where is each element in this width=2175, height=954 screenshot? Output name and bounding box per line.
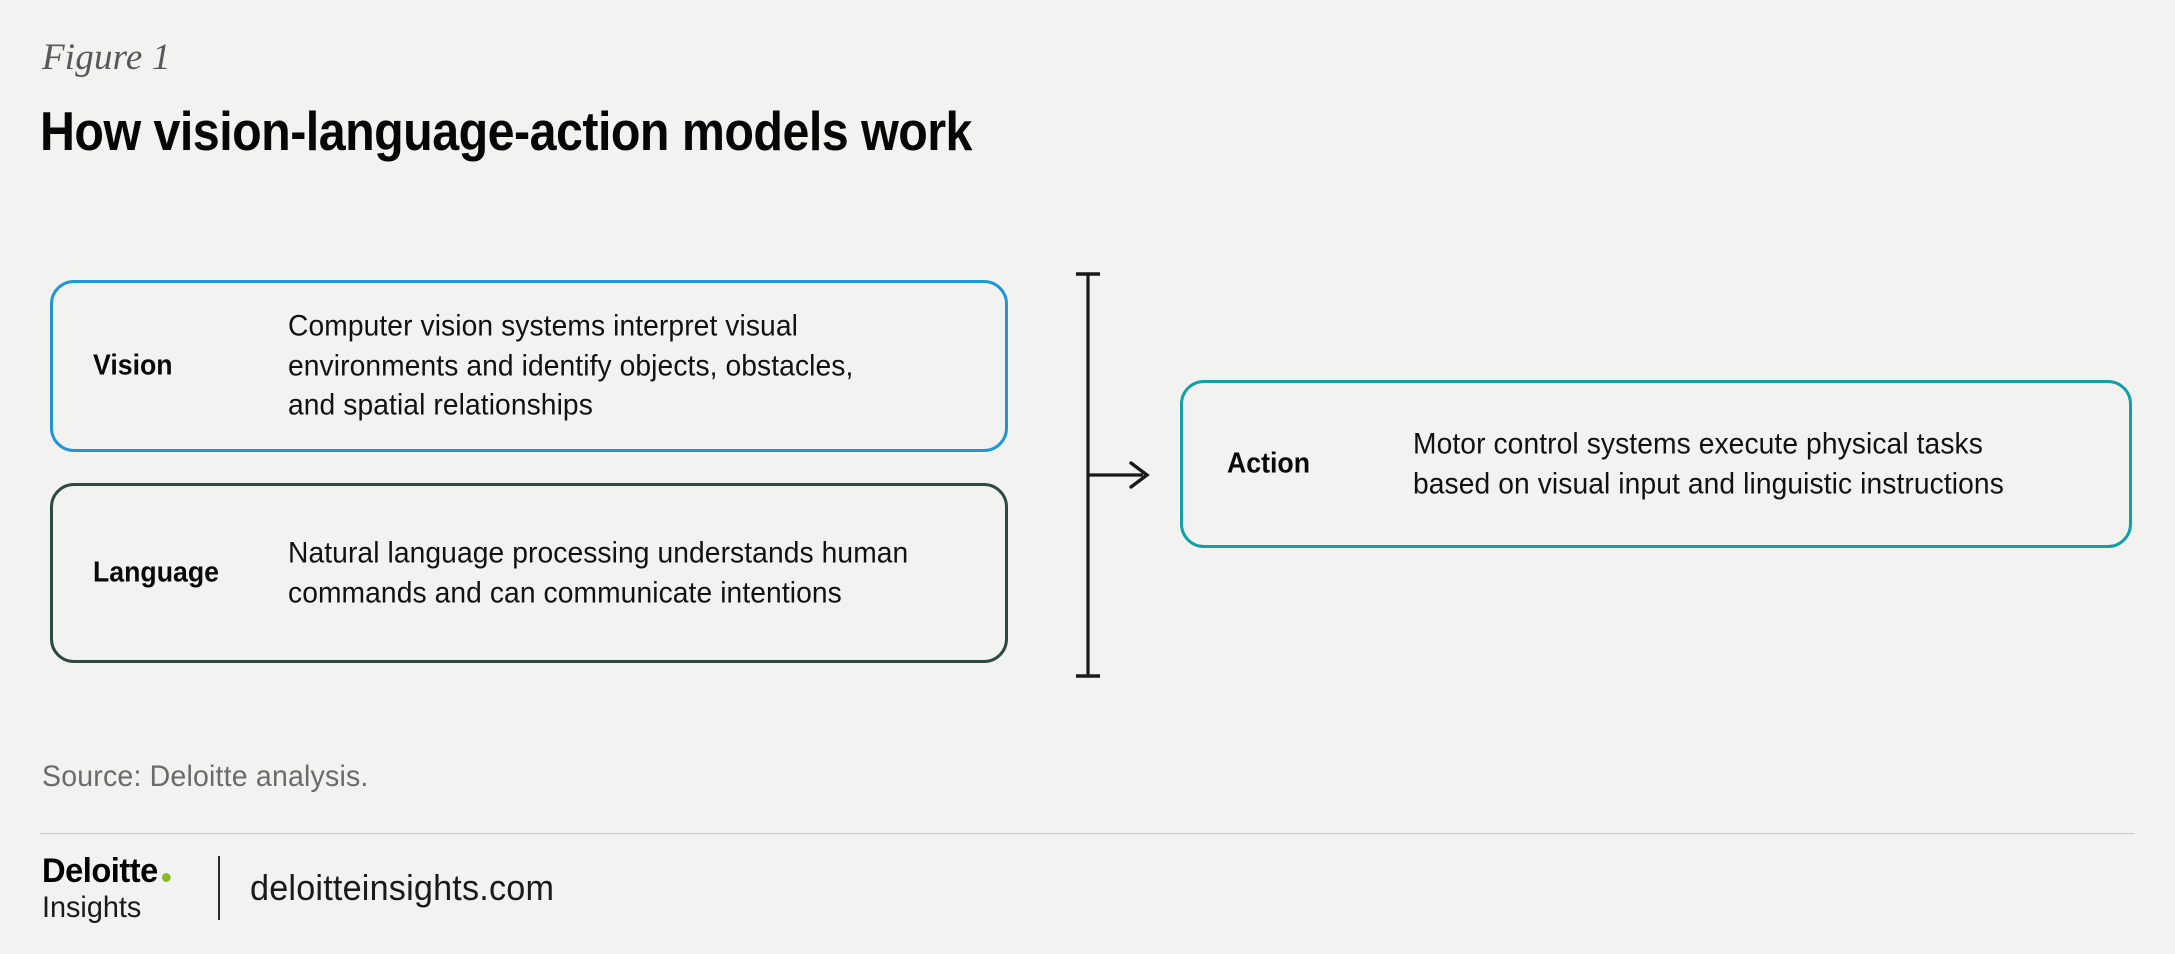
- footer-bar: Deloitte Insights deloitteinsights.com: [42, 852, 570, 924]
- action-box: Action Motor control systems execute phy…: [1180, 380, 2132, 548]
- footer-divider-rule: [40, 833, 2135, 834]
- vision-description: Computer vision systems interpret visual…: [288, 309, 854, 422]
- language-label: Language: [93, 556, 220, 589]
- logo-deloitte-text: Deloitte: [42, 851, 158, 890]
- logo-wordmark: Deloitte: [42, 851, 171, 890]
- vision-box: Vision Computer vision systems interpret…: [50, 280, 1008, 452]
- language-box: Language Natural language processing und…: [50, 483, 1008, 663]
- footer-url-link[interactable]: deloitteinsights.com: [249, 867, 554, 908]
- footer-vertical-divider: [217, 856, 220, 920]
- figure-title: How vision-language-action models work: [40, 100, 972, 162]
- source-note: Source: Deloitte analysis.: [42, 760, 369, 793]
- figure-number: Figure 1: [42, 37, 171, 78]
- vision-label: Vision: [93, 349, 173, 382]
- language-description: Natural language processing understands …: [288, 536, 909, 609]
- arrow-right-icon: [1129, 461, 1150, 489]
- logo-green-dot-icon: [161, 872, 171, 882]
- action-description: Motor control systems execute physical t…: [1413, 427, 2004, 500]
- action-label: Action: [1227, 447, 1311, 480]
- bracket-arrow-connector: [1076, 272, 1150, 678]
- deloitte-insights-logo: Deloitte Insights: [42, 854, 176, 923]
- logo-insights-text: Insights: [42, 890, 142, 924]
